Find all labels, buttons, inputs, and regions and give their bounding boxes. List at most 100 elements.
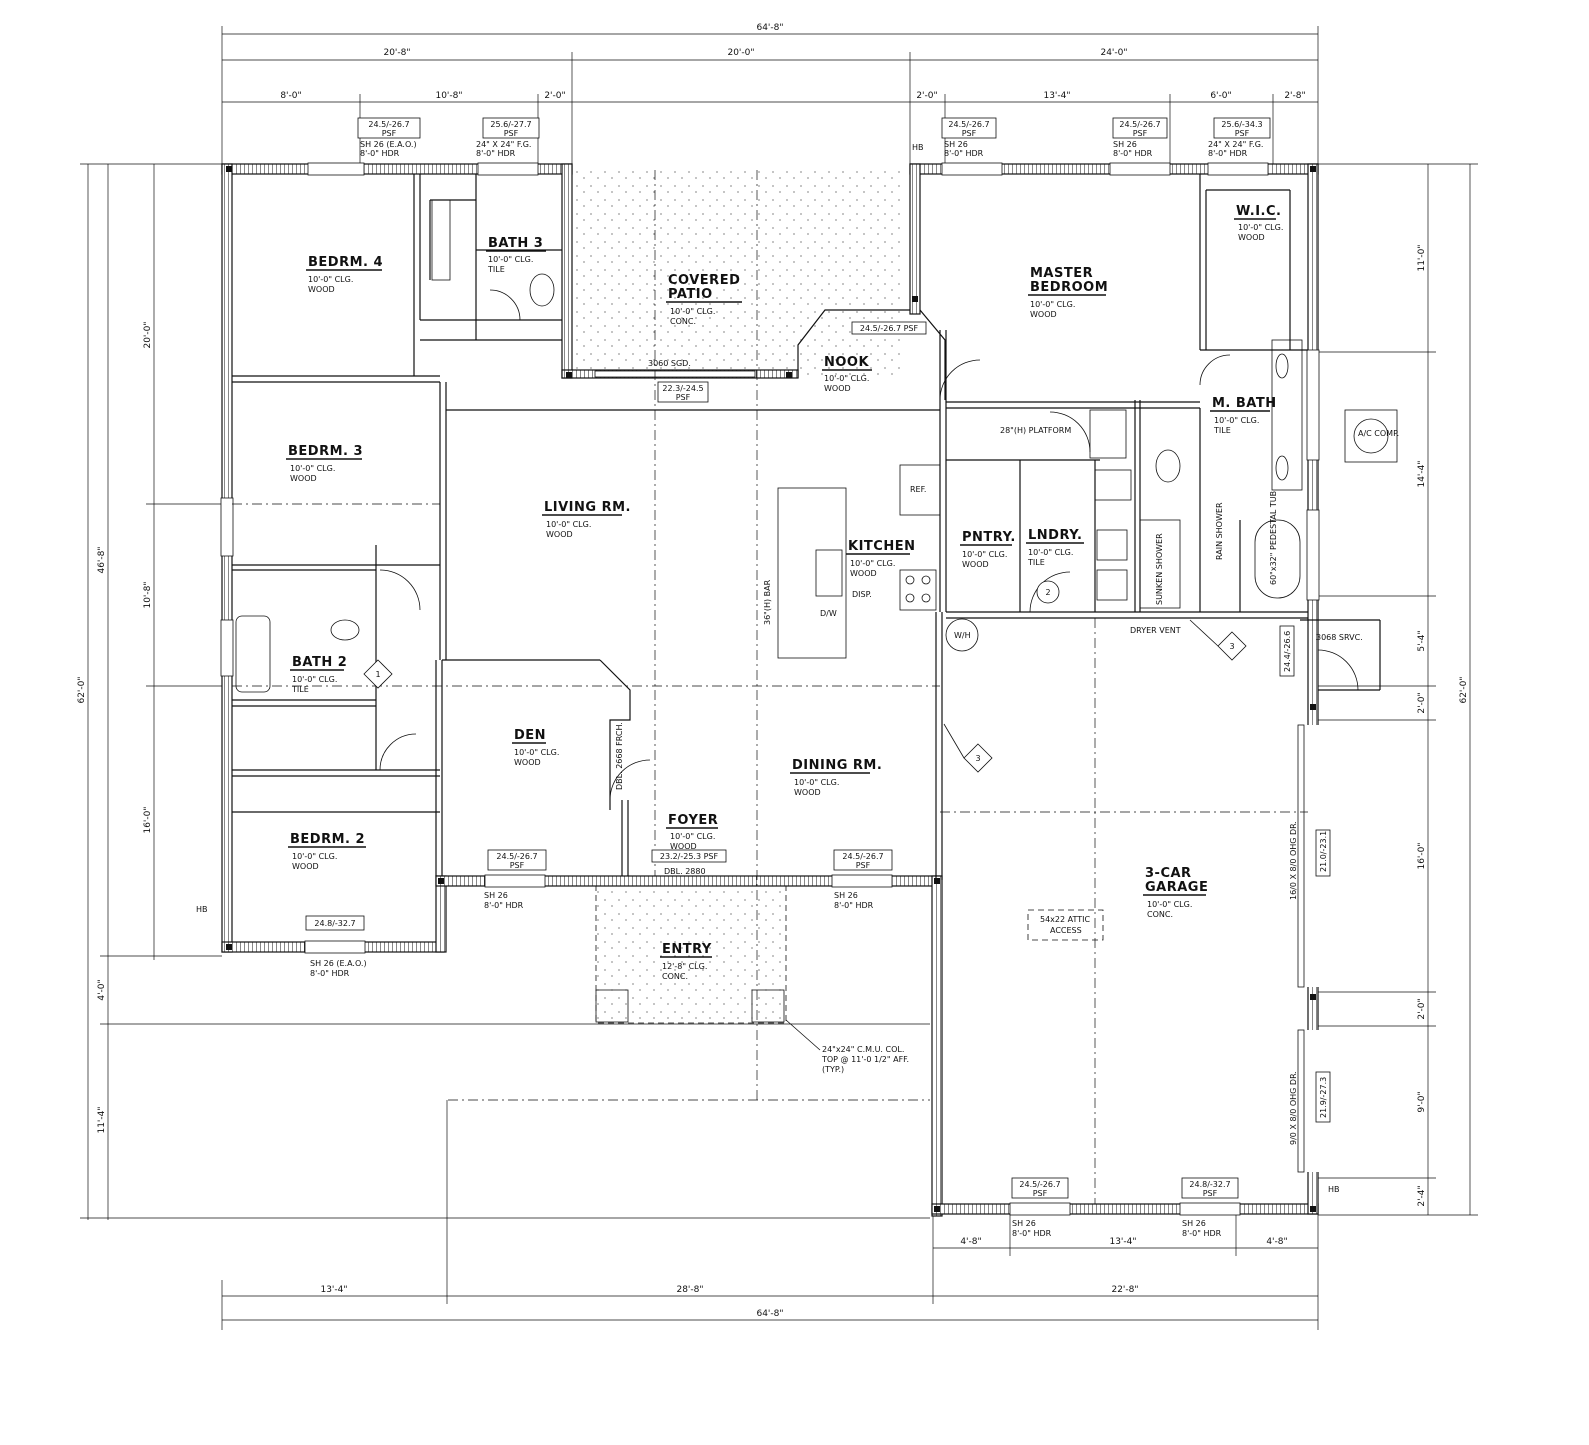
window-tag-w3: 24.5/-26.7 PSF SH 26 8'-0" HDR [941,117,997,158]
callout-tag-2 [1036,580,1060,604]
left-dim: 46'-8" [97,546,107,573]
window-header: 8'-0" HDR [1113,149,1153,158]
bathtub-icon [235,615,271,693]
garage-door-note: 9/0 X 8/0 OHG DR. [1289,1071,1298,1145]
column-note: (TYP.) [822,1065,844,1074]
window-type: SH 26 [484,891,508,900]
washer-icon [1096,529,1128,561]
ceiling-note: 10'-0" CLG. [794,778,839,787]
window-header: 8'-0" HDR [1012,1229,1052,1238]
ceiling-note: 10'-0" CLG. [670,832,715,841]
room-nook: NOOK 10'-0" CLG. WOOD [822,355,872,393]
entry-columns [595,989,785,1023]
floor-note: WOOD [824,384,851,393]
top-dim: 2'-8" [1284,91,1305,101]
patio-psf: 22.3/-24.5 [662,384,703,393]
ceiling-note: 10'-0" CLG. [290,464,335,473]
range-icon [899,569,937,611]
callout-number: 3 [1229,642,1234,651]
floor-note: WOOD [292,862,319,871]
window-tag-w4: 24.5/-26.7 PSF SH 26 8'-0" HDR [1112,117,1168,158]
window-header: 8'-0" HDR [310,969,350,978]
floor-note: WOOD [794,788,821,797]
ceiling-note: 10'-0" CLG. [1030,300,1075,309]
window-tag-w10: 24.8/-32.7 PSF SH 26 8'-0" HDR [1181,1177,1239,1238]
ceiling-note: 10'-0" CLG. [962,550,1007,559]
service-door-psf: 24.4/-26.6 [1283,631,1292,672]
right-dim: 9'-0" [1417,1091,1427,1112]
ceiling-note: 10'-0" CLG. [1147,900,1192,909]
room-name: M. BATH [1212,396,1277,411]
window-psf-unit: PSF [382,129,397,138]
dw-note: D/W [820,609,837,618]
ceiling-note: 10'-0" CLG. [546,520,591,529]
right-overall-dim: 62'-0" [1459,676,1469,703]
window-psf: 24.8/-32.7 [314,919,355,928]
callout-tag-1 [363,659,393,689]
dimension-text-top: 64'-8" 20'-8" 20'-0" 24'-0" 8'-0" 10'-8"… [280,23,1305,101]
top-dim: 24'-0" [1100,48,1127,58]
garage-door-psf: 21.0/-23.1 [1319,831,1328,872]
left-dim: 11'-4" [97,1106,107,1133]
window-tag-w5: 25.6/-34.3 PSF 24" X 24" F.G. 8'-0" HDR [1208,117,1271,158]
floor-note: WOOD [1030,310,1057,319]
ac-note: A/C COMP. [1358,429,1399,438]
service-door-note: 3068 SRVC. [1316,633,1363,642]
left-overall-dim: 62'-0" [77,676,87,703]
kitchen-sink-icon [815,549,843,597]
floor-note: WOOD [1238,233,1265,242]
sink-icon [1275,353,1289,379]
right-dim: 11'-0" [1417,244,1427,271]
column-markers [226,166,1316,1212]
center-lines [232,170,1308,1204]
window-psf-unit: PSF [510,861,525,870]
window-psf-unit: PSF [1203,1189,1218,1198]
attic-note: ACCESS [1050,926,1082,935]
top-dim: 20'-0" [727,48,754,58]
room-bedrm2: BEDRM. 2 10'-0" CLG. WOOD [288,832,366,871]
patio-psf-unit: PSF [676,393,691,402]
window-type: SH 26 [834,891,858,900]
garage-door-opening-1 [1306,725,1320,987]
room-bedrm4: BEDRM. 4 10'-0" CLG. WOOD [306,255,383,294]
column-note: TOP @ 11'-0 1/2" AFF. [821,1055,909,1064]
window-psf-unit: PSF [856,861,871,870]
bottom-dim: 22'-8" [1111,1285,1138,1295]
overall-width-top: 64'-8" [756,23,783,33]
room-name: PNTRY. [962,530,1016,545]
right-dim: 5'-4" [1417,630,1427,651]
toilet-icon [330,619,360,641]
right-dim: 2'-4" [1417,1185,1427,1206]
right-dim: 2'-0" [1417,692,1427,713]
floor-note: WOOD [670,842,697,851]
room-name: COVERED [668,273,740,288]
disp-note: DISP. [852,590,872,599]
callout-number: 2 [1045,588,1050,597]
left-dim: 10'-8" [143,581,153,608]
right-dim: 16'-0" [1417,842,1427,869]
right-dim: 2'-0" [1417,998,1427,1019]
floor-note: WOOD [546,530,573,539]
room-name: PATIO [668,287,713,302]
tub-note: 60"x32" PEDESTAL TUB [1269,491,1278,585]
kitchen-island-icon [777,487,847,659]
ceiling-note: 10'-0" CLG. [308,275,353,284]
window-header: 8'-0" HDR [944,149,984,158]
window-tag-w1: 24.5/-26.7 PSF SH 26 (E.A.O.) 8'-0" HDR [357,117,421,158]
room-name: BATH 3 [488,236,543,251]
window-tag-w6: 24.5/-26.7 PSF SH 26 8'-0" HDR [484,849,547,910]
hose-bib: HB [196,905,208,914]
window-tag-w2: 25.6/-27.7 PSF 24" X 24" F.G. 8'-0" HDR [476,117,540,158]
floor-note: TILE [1027,558,1045,567]
room-pantry: PNTRY. 10'-0" CLG. WOOD [960,530,1016,569]
room-laundry: LNDRY. 10'-0" CLG. TILE [1026,528,1084,567]
floor-note: WOOD [290,474,317,483]
column-note: 24"x24" C.M.U. COL. [822,1045,904,1054]
left-dim: 20'-0" [143,321,153,348]
room-name: KITCHEN [848,539,915,554]
bottom-dim: 4'-8" [1266,1237,1287,1247]
wh-note: W/H [954,631,971,640]
floor-note: CONC. [670,317,696,326]
room-name: DINING RM. [792,758,882,773]
